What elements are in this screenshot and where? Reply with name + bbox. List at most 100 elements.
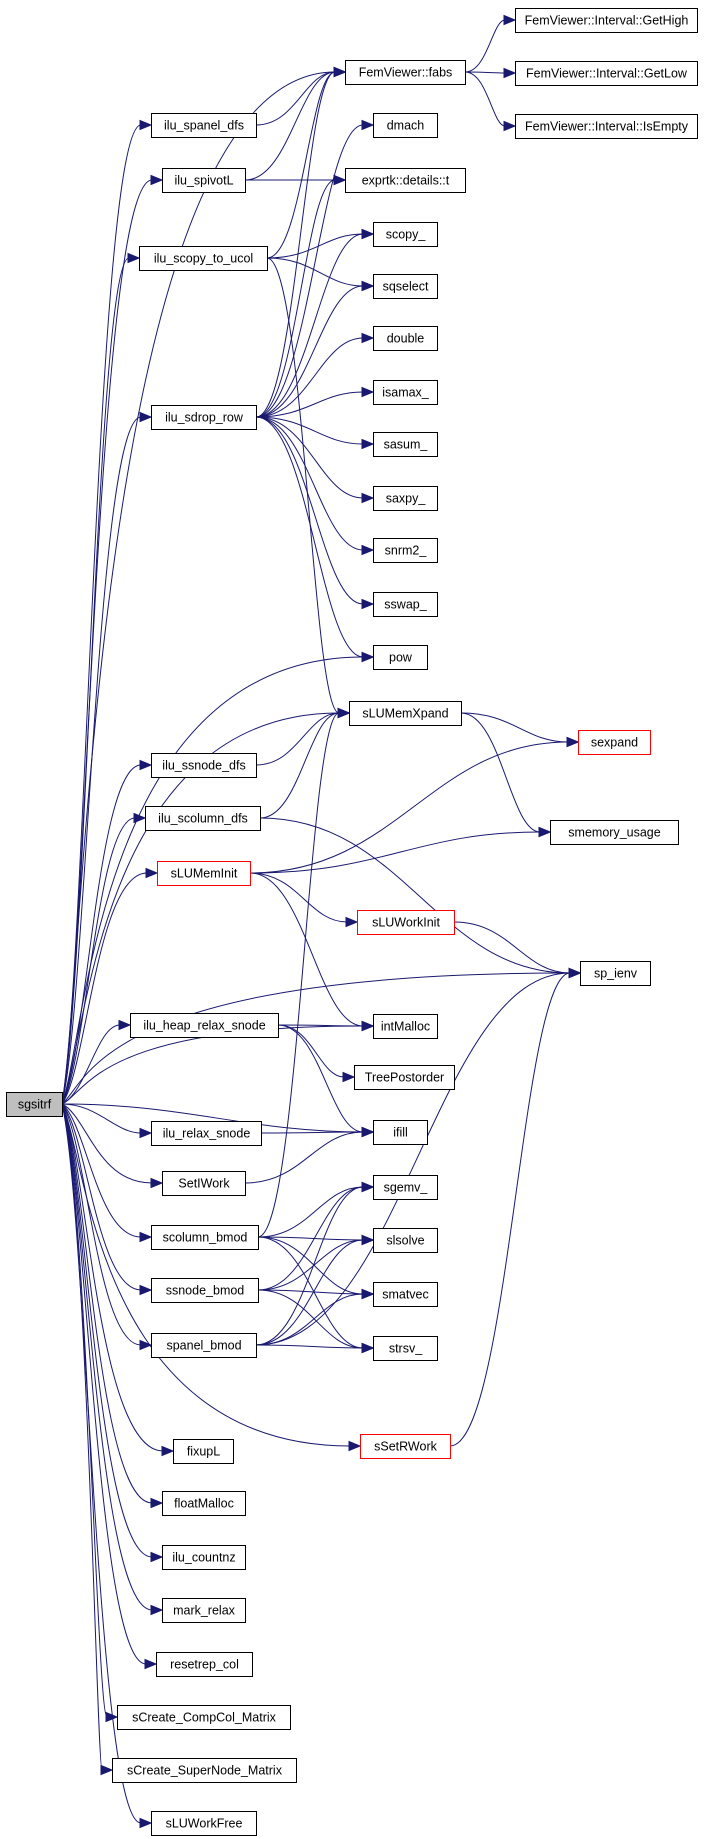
node-isamax-[interactable]: isamax_ [373,380,438,405]
node-intmalloc[interactable]: intMalloc [373,1014,438,1039]
node-floatmalloc[interactable]: floatMalloc [162,1491,246,1516]
node-double[interactable]: double [373,326,438,351]
node-ssnode-bmod[interactable]: ssnode_bmod [151,1278,259,1303]
node-box [373,645,428,670]
node-label: ilu_ssnode_dfs [162,759,245,773]
node-resetrep-col[interactable]: resetrep_col [156,1652,253,1677]
edge-line [249,872,364,1027]
node-ilu-spanel-dfs[interactable]: ilu_spanel_dfs [151,113,257,138]
node-box [354,1065,455,1090]
node-box [515,61,698,86]
node-sgsitrf[interactable]: sgsitrf [6,1092,63,1117]
node-label: TreePostorder [365,1071,444,1085]
node-spanel-bmod[interactable]: spanel_bmod [151,1333,257,1358]
node-sp-ienv[interactable]: sp_ienv [580,961,651,986]
node-label: intMalloc [381,1020,430,1034]
node-sexpand[interactable]: sexpand [578,730,651,755]
edge-line [255,1186,364,1346]
node-ilu-sdrop-row[interactable]: ilu_sdrop_row [151,405,257,430]
call-edge-scolumn_bmod-to-slumemxpand [257,707,351,1238]
arrow-head-icon [105,1711,119,1723]
node-fv-isempty[interactable]: FemViewer::Interval::IsEmpty [515,114,698,139]
node-sswap-[interactable]: sswap_ [373,592,438,617]
arrow-head-icon [361,228,375,240]
node-slsolve[interactable]: slsolve [373,1228,438,1253]
edge-line [61,656,364,1105]
node-ilu-scolumn-dfs[interactable]: ilu_scolumn_dfs [145,806,261,831]
arrow-head-icon [150,1604,164,1616]
node-sluworkfree[interactable]: sLUWorkFree [151,1811,257,1836]
call-edge-ilu_sdrop_row-to-scopy_ [255,228,375,418]
node-screate-compcol-matrix[interactable]: sCreate_CompCol_Matrix [117,1705,291,1730]
node-screate-supernode-matrix[interactable]: sCreate_SuperNode_Matrix [112,1758,297,1783]
node-smatvec[interactable]: smatvec [373,1282,438,1307]
node-sasum-[interactable]: sasum_ [373,432,438,457]
node-ilu-spivotl[interactable]: ilu_spivotL [162,168,246,193]
edge-line [61,1103,147,1665]
node-label: sLUWorkInit [372,916,440,930]
edge-line [259,712,340,819]
arrow-head-icon [127,252,141,264]
node-ilu-scopy-to-ucol[interactable]: ilu_scopy_to_ucol [139,246,268,271]
node-exprtk-t[interactable]: exprtk::details::t [345,168,466,193]
call-edge-slumemxpand-to-sexpand [460,712,580,748]
node-ssetrwork[interactable]: sSetRWork [360,1434,451,1459]
call-edge-ilu_scolumn_dfs-to-sp_ienv [259,817,582,979]
node-ilu-ssnode-dfs[interactable]: ilu_ssnode_dfs [151,753,257,778]
edge-line [255,233,364,418]
node-box [345,60,466,85]
node-fv-gethigh[interactable]: FemViewer::Interval::GetHigh [515,8,698,33]
node-slumeminit[interactable]: sLUMemInit [157,861,251,886]
node-box [373,1336,438,1361]
call-edge-slumeminit-to-sluworkinit [249,872,359,928]
node-label: ilu_scolumn_dfs [158,812,248,826]
node-scopy-[interactable]: scopy_ [373,222,438,247]
node-sqselect[interactable]: sqselect [373,274,438,299]
arrow-head-icon [361,1181,375,1193]
arrow-head-icon [139,1817,153,1829]
call-edge-sgsitrf-to-ilu_countnz [61,1103,164,1563]
node-box [157,861,251,886]
node-label: isamax_ [382,386,430,400]
node-setiwork[interactable]: SetIWork [162,1171,246,1196]
node-scolumn-bmod[interactable]: scolumn_bmod [151,1225,259,1250]
call-edge-sgsitrf-to-femviewer_fabs [61,66,347,1105]
edge-line [255,416,364,445]
arrow-head-icon [139,759,153,771]
node-box [373,380,438,405]
node-strsv-[interactable]: strsv_ [373,1336,438,1361]
node-fixupl[interactable]: fixupL [173,1439,234,1464]
node-smemory-usage[interactable]: smemory_usage [550,820,679,845]
node-fv-getlow[interactable]: FemViewer::Interval::GetLow [515,61,698,86]
node-saxpy-[interactable]: saxpy_ [373,486,438,511]
node-ilu-relax-snode[interactable]: ilu_relax_snode [151,1121,262,1146]
node-snrm2-[interactable]: snrm2_ [373,538,438,563]
node-dmach[interactable]: dmach [373,113,438,138]
node-ilu-heap-relax-snode[interactable]: ilu_heap_relax_snode [130,1013,279,1038]
call-edge-sgsitrf-to-fixupl [61,1103,175,1457]
arrow-head-icon [161,1445,175,1457]
node-label: ilu_spanel_dfs [164,119,244,133]
node-ifill[interactable]: ifill [373,1120,428,1145]
node-label: sCreate_SuperNode_Matrix [127,1764,283,1778]
node-box [373,113,438,138]
node-ilu-countnz[interactable]: ilu_countnz [162,1545,246,1570]
node-slumemxpand[interactable]: sLUMemXpand [349,701,462,726]
edge-line [449,972,571,1447]
arrow-head-icon [503,67,517,79]
call-edge-spanel_bmod-to-smatvec [255,1288,375,1346]
node-femviewer-fabs[interactable]: FemViewer::fabs [345,60,466,85]
node-pow[interactable]: pow [373,645,428,670]
node-treepostorder[interactable]: TreePostorder [354,1065,455,1090]
arrow-head-icon [568,967,582,979]
node-sluworkinit[interactable]: sLUWorkInit [357,910,455,935]
node-box [151,1333,257,1358]
node-mark-relax[interactable]: mark_relax [162,1598,246,1623]
arrow-head-icon [361,1288,375,1300]
node-box [151,113,257,138]
node-label: sexpand [591,736,638,750]
node-box [357,910,455,935]
edge-line [255,1239,364,1346]
edge-line [259,817,571,974]
node-sgemv-[interactable]: sgemv_ [373,1175,438,1200]
